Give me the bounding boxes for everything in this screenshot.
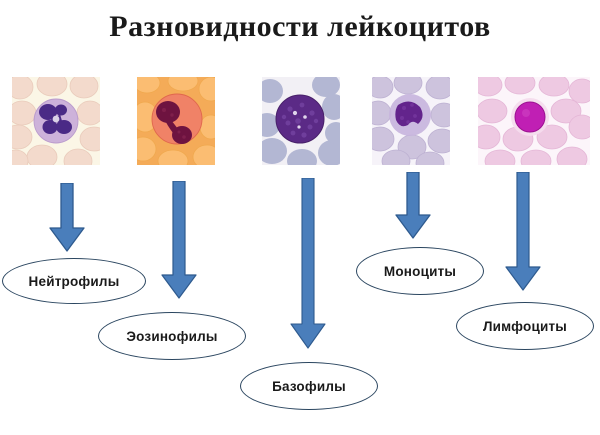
lymphocyte-field xyxy=(478,77,590,165)
label-lymphocytes[interactable]: Лимфоциты xyxy=(456,302,594,350)
arrow-to-lymphocytes xyxy=(505,172,541,291)
arrow-to-neutrophils xyxy=(49,183,85,252)
arrow-to-monocytes xyxy=(395,172,431,239)
monocyte-micrograph xyxy=(372,77,450,165)
neutrophil-nucleus xyxy=(39,104,72,134)
basophil-micrograph xyxy=(262,77,340,165)
label-eosinophils-text: Эозинофилы xyxy=(126,328,218,344)
label-basophils-text: Базофилы xyxy=(272,378,346,394)
label-lymphocytes-text: Лимфоциты xyxy=(483,318,567,334)
label-basophils[interactable]: Базофилы xyxy=(240,362,378,410)
neutrophil-micrograph xyxy=(12,77,100,165)
arrow-to-basophils xyxy=(290,178,326,349)
eosinophil-nucleus xyxy=(156,101,192,144)
lymphocyte-micrograph xyxy=(478,77,590,165)
eosinophil-field xyxy=(137,77,215,165)
eosinophil-micrograph xyxy=(137,77,215,165)
label-eosinophils[interactable]: Эозинофилы xyxy=(98,312,246,360)
page-title: Разновидности лейкоцитов xyxy=(109,10,491,43)
lymphocyte-nucleus xyxy=(515,102,545,132)
basophil-field xyxy=(262,77,340,165)
arrow-to-eosinophils xyxy=(161,181,197,299)
monocyte-field xyxy=(372,77,450,165)
label-neutrophils[interactable]: Нейтрофилы xyxy=(2,258,146,304)
label-monocytes-text: Моноциты xyxy=(383,263,457,279)
neutrophil-field xyxy=(12,77,100,165)
label-monocytes[interactable]: Моноциты xyxy=(356,247,484,295)
label-neutrophils-text: Нейтрофилы xyxy=(28,273,120,289)
basophil-granules xyxy=(281,102,319,138)
